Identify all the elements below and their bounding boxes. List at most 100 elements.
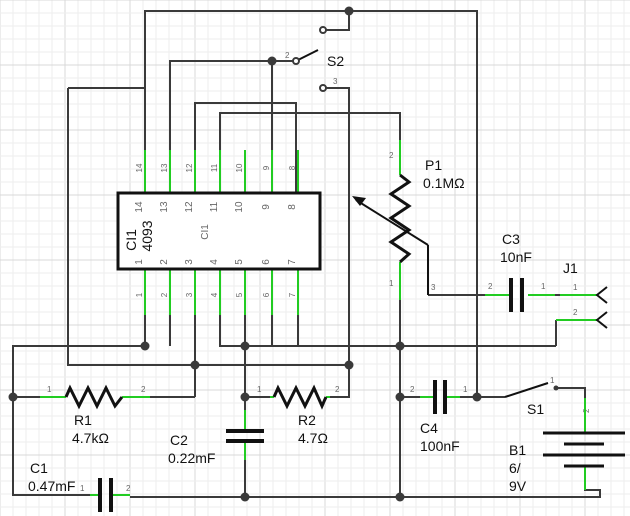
p1-resistor-body [388,173,412,264]
j1-pin2-number: 2 [573,308,578,317]
ic-top-pin-inner-number: 14 [134,201,145,213]
switch-s2: 2 3 S2 [285,26,344,92]
ic-top-pin-number: 13 [160,163,169,172]
r2-pin1-number: 1 [257,385,262,394]
c1-ref-label: C1 [30,460,48,476]
s1-lever [504,382,549,398]
resistor-r1: 1 2 R1 4.7kΩ [40,384,150,446]
wire-top-rail [144,10,478,397]
c1-value-label: 0.47mF [28,478,75,494]
switch-s1: 1 2 S1 [504,376,591,417]
j1-contact-2 [595,311,608,329]
junction-dot [240,492,250,502]
junction-dot [240,341,250,351]
wire-pin5-pin6 [244,270,273,347]
junction-dot [472,392,482,402]
c2-ref-label: C2 [170,432,188,448]
p1-value-label: 0.1MΩ [423,175,465,191]
ic-bottom-pin-inner-number: 5 [234,259,245,265]
ic-top-pin-number: 9 [262,165,271,170]
s2-terminal-common [292,57,300,65]
ic-top-pin-inner-number: 9 [261,204,272,210]
p1-ref-label: P1 [425,157,442,173]
junction-dot [344,6,354,16]
s1-pin1-number: 1 [550,376,555,385]
ic-top-pin-inner-number: 13 [159,201,170,213]
junction-dot [140,341,150,351]
r1-value-label: 4.7kΩ [72,430,109,446]
s1-pin2-number: 2 [582,408,591,413]
junction-dot [344,360,354,370]
c4-pin2-number: 2 [410,385,415,394]
s1-ref-label: S1 [527,401,544,417]
r1-pin1-number: 1 [47,385,52,394]
b1-value-line1: 6/ [509,460,521,476]
c2-value-label: 0.22mF [168,450,215,466]
ic-bottom-pin-number: 5 [235,292,244,297]
ic-top-pin-number: 8 [288,165,297,170]
jack-j1: 1 2 J1 [556,260,608,329]
ic-bottom-pin-inner-number: 3 [184,259,195,265]
r2-ref-label: R2 [298,412,316,428]
r2-value-label: 4.7Ω [298,430,328,446]
c4-ref-label: C4 [420,420,438,436]
s2-ref-label: S2 [327,53,344,69]
c4-pin1-number: 1 [463,385,468,394]
ic-body [116,191,322,271]
ic-center-label: CI1 [200,224,211,240]
ic-bottom-pin-inner-number: 4 [209,259,220,265]
s2-terminal-1 [319,26,327,34]
ic-top-pin-number: 12 [185,163,194,172]
capacitor-c4: 2 1 C4 100nF [410,380,468,454]
junction-dot [8,392,18,402]
r1-ref-label: R1 [74,412,92,428]
ic-top-pin-inner-number: 11 [209,201,220,212]
capacitor-c2: C2 0.22mF [168,410,264,466]
capacitor-c3: 2 1 C3 10nF [485,231,555,312]
j1-pin1-number: 1 [573,283,578,292]
s2-lever [295,49,319,62]
wire-left-vertical [67,88,349,366]
ic-bottom-pin-number: 3 [185,292,194,297]
c4-value-label: 100nF [420,438,460,454]
wire-s2-pin3 [323,87,350,365]
r1-pin2-number: 2 [141,385,146,394]
ic-bottom-pin-number: 6 [262,292,271,297]
p1-arrow-head [352,196,366,206]
s2-pin2-number: 2 [285,51,290,60]
ic-top-pin-number: 11 [210,163,219,172]
ic-bottom-pin-number: 1 [135,292,144,297]
p1-pin1-number: 1 [389,279,394,288]
r1-body [64,384,124,410]
junction-dot [190,360,200,370]
ic-bottom-pin-number: 2 [160,292,169,297]
ic-top-pin-inner-number: 12 [184,201,195,213]
ic-ref-label: CI1 [123,229,139,251]
wire-pin12-pin8 [194,102,297,193]
wire-s1-b1 [556,387,586,425]
wire-s2-pin2 [169,60,296,193]
b1-ref-label: B1 [509,442,526,458]
p1-pin2-number: 2 [389,151,394,160]
b1-value-line2: 9V [509,478,527,494]
wire-s2-common [323,11,350,31]
pin-stubs [144,140,401,315]
junction-dot [240,392,250,402]
r2-body [272,384,328,410]
wire-left-loop [12,270,146,496]
junction-dot [267,56,277,66]
c3-value-label: 10nF [500,249,532,265]
s1-contact [553,385,559,391]
junction-dot [395,492,405,502]
p1-arrow-line [355,199,429,246]
c1-pin1-number: 1 [80,484,85,493]
c3-pin2-number: 2 [488,282,493,291]
wire-pin4 [219,270,556,347]
c3-pin1-number: 1 [541,282,546,291]
ic-top-pin-number: 14 [135,163,144,172]
junction-dot [395,341,405,351]
